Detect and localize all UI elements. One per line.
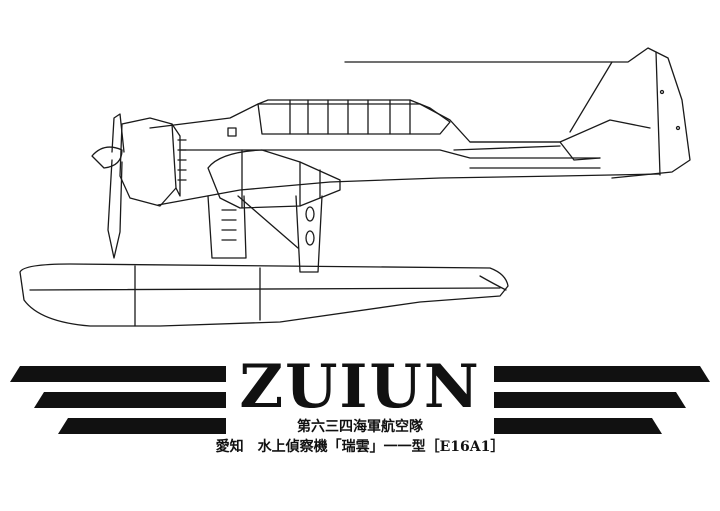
right-stripe-3: [494, 418, 662, 434]
float-chine: [29, 287, 501, 291]
rudder-line: [655, 51, 661, 176]
strut-porthole-upper: [305, 206, 315, 222]
right-stripe-2: [494, 392, 686, 408]
front-strut: [207, 195, 247, 259]
strut-porthole-lower: [305, 230, 315, 246]
aircraft-designation: 愛知 水上偵察機「瑞雲」一一型［E16A1］: [215, 439, 505, 455]
wing-panel-lines: [241, 149, 321, 209]
unit-name: 第六三四海軍航空隊: [297, 419, 423, 435]
left-stripe-3: [58, 418, 226, 434]
tail-fin-base: [569, 61, 613, 133]
left-stripe-2: [34, 392, 226, 408]
left-stripe-group: [10, 366, 226, 434]
engine-cowling: [119, 117, 177, 207]
left-stripe-1: [10, 366, 226, 382]
exhaust-pipes: [177, 139, 187, 181]
cowling-flaps: [171, 123, 181, 197]
right-stripe-1: [494, 366, 710, 382]
fuselage-aft-spine: [469, 141, 601, 161]
tail-fin: [344, 47, 691, 179]
rivet: [675, 125, 681, 131]
fuselage-stringer: [453, 145, 601, 169]
main-float: [19, 263, 509, 327]
rear-strut: [295, 195, 323, 273]
fuselage-mid-line: [179, 149, 601, 159]
wing: [207, 149, 341, 209]
panel-hatch: [227, 127, 237, 137]
propeller-hub: [91, 146, 123, 169]
canopy: [257, 99, 451, 135]
canopy-frames: [289, 99, 411, 135]
rivet: [659, 89, 665, 95]
float-bow: [479, 275, 507, 291]
fuselage-bottom: [157, 173, 661, 206]
diagonal-strut: [237, 195, 299, 249]
strut-vents: [221, 209, 237, 241]
fuselage-top: [149, 103, 651, 143]
propeller-blade-bottom: [107, 159, 123, 259]
right-stripe-group: [494, 366, 710, 434]
float-step: [134, 265, 261, 327]
propeller-blade-top: [111, 113, 125, 153]
aircraft-name-title: ZUIUN: [239, 352, 481, 422]
